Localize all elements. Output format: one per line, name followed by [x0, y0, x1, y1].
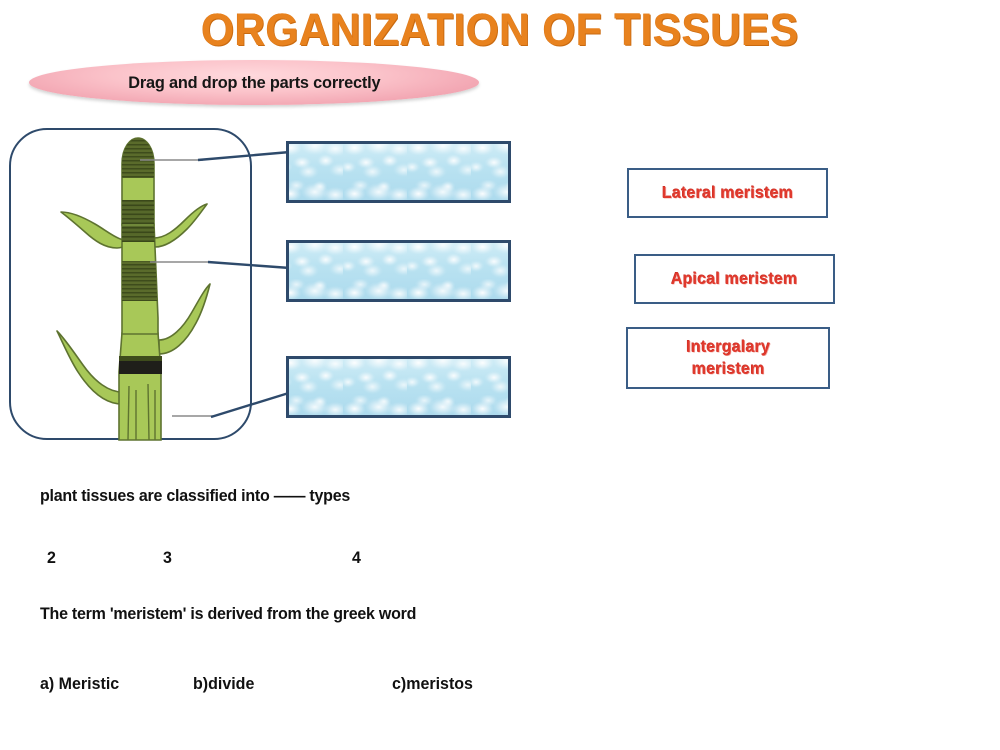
sheath-detail-lines: [127, 383, 156, 441]
drag-label-text: Lateral meristem: [661, 183, 794, 202]
leaf-upper-left: [60, 211, 136, 249]
question-1-option-1[interactable]: 2: [47, 549, 56, 567]
apical-meristem-zone: [122, 138, 154, 224]
drag-label-lateral-meristem[interactable]: Lateral meristem: [627, 168, 828, 218]
drag-label-apical-meristem[interactable]: Apical meristem: [634, 254, 835, 304]
plant-shoot-illustration: [56, 137, 211, 441]
drop-zone-1[interactable]: [286, 141, 511, 203]
page-title: ORGANIZATION OF TISSUES: [201, 4, 799, 55]
instruction-text: Drag and drop the parts correctly: [127, 72, 381, 92]
drag-label-text: Apical meristem: [671, 269, 798, 288]
question-1-prompt: plant tissues are classified into —— typ…: [40, 487, 351, 505]
node-band-upper: [119, 356, 162, 361]
drag-label-text: Intergalary meristem: [686, 336, 770, 381]
leaf-upper-right: [153, 203, 208, 248]
node-band: [119, 360, 162, 374]
instruction-banner: Drag and drop the parts correctly: [29, 60, 479, 105]
drop-zone-2[interactable]: [286, 240, 511, 302]
question-2-prompt: The term 'meristem' is derived from the …: [40, 605, 417, 623]
drag-label-line-2: meristem: [691, 360, 765, 378]
question-2-option-b[interactable]: b)divide: [193, 675, 255, 693]
intercalary-meristem-zone: [122, 226, 158, 301]
drop-zone-3[interactable]: [286, 356, 511, 418]
question-2-option-c[interactable]: c)meristos: [392, 675, 473, 693]
leaf-lower-right: [158, 283, 211, 355]
tissue-texture-3: [289, 359, 508, 415]
question-1-option-2[interactable]: 3: [163, 549, 172, 567]
question-1-option-3[interactable]: 4: [352, 549, 361, 567]
drag-label-intergalary-meristem[interactable]: Intergalary meristem: [626, 327, 830, 389]
drag-label-line-1: Intergalary: [686, 337, 770, 356]
tissue-texture-2: [289, 243, 508, 299]
tissue-texture-1: [289, 144, 508, 200]
leaf-lower-left: [56, 330, 123, 405]
question-2-option-a[interactable]: a) Meristic: [40, 675, 120, 693]
